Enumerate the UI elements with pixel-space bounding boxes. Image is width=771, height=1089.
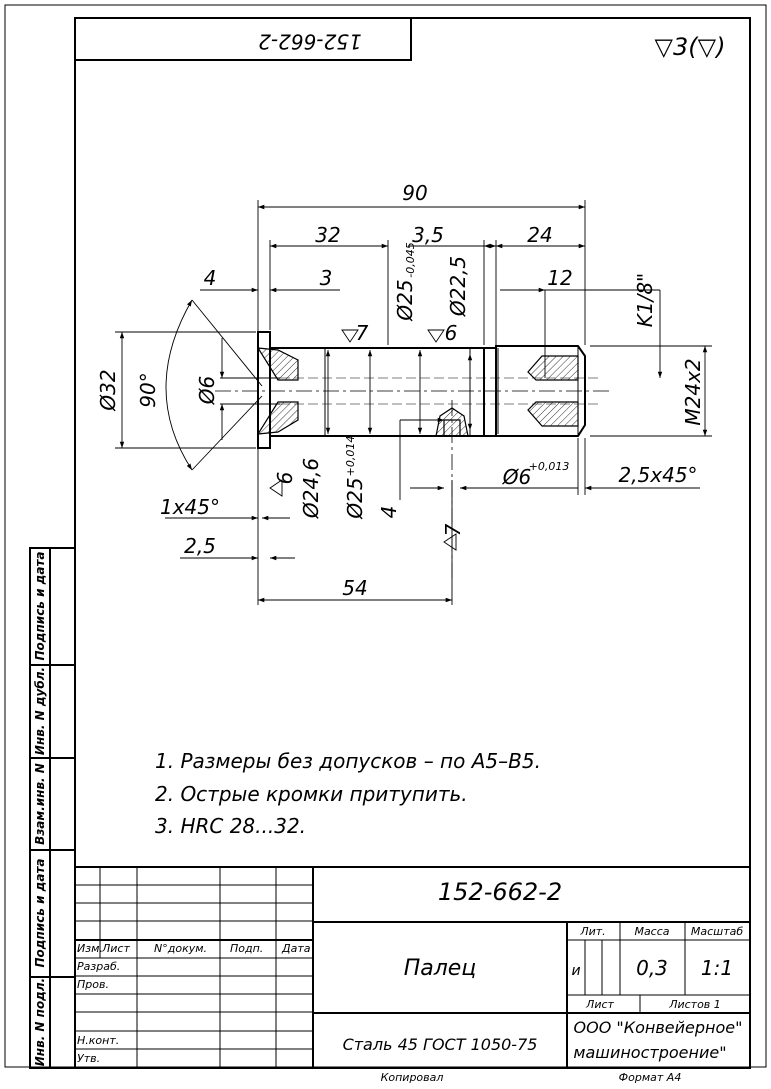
inner-frame xyxy=(74,17,751,1069)
dim-54: 54 xyxy=(342,576,367,600)
dimension-lines xyxy=(115,200,712,605)
roughness-6-upper: 6 xyxy=(445,321,458,345)
top-code-box: 152-662-2 xyxy=(74,17,412,61)
title-part-name: Палец xyxy=(404,956,477,981)
lit-value: и xyxy=(571,963,580,979)
dim-d32: Ø32 xyxy=(96,369,120,411)
mass-value: 0,3 xyxy=(636,956,668,980)
row-razrab: Разраб. xyxy=(77,960,120,973)
col-sign: Подп. xyxy=(230,942,263,955)
outer-frame xyxy=(4,4,767,1068)
dim-90: 90 xyxy=(402,181,427,205)
dim-3-5: 3,5 xyxy=(412,223,444,247)
sheets-label: Листов 1 xyxy=(668,998,721,1011)
dim-12: 12 xyxy=(547,266,572,290)
dim-d25-upper: Ø25 -0,045 xyxy=(393,242,417,321)
roughness-symbol: ▽3(▽) xyxy=(655,33,726,61)
dim-d6-lower: Ø6 +0,013 xyxy=(502,460,570,489)
mass-label: Масса xyxy=(634,925,669,938)
title-block-text: 152-662-2 Палец Сталь 45 ГОСТ 1050-75 ОО… xyxy=(77,878,743,1065)
dim-chamfer-2-5x45: 2,5x45° xyxy=(618,463,697,487)
title-material: Сталь 45 ГОСТ 1050-75 xyxy=(343,1035,538,1054)
side-label-inv-podl: Инв. N подл. xyxy=(33,978,47,1066)
svg-text:+0,014: +0,014 xyxy=(344,436,357,477)
svg-text:-0,045: -0,045 xyxy=(404,242,417,277)
roughness-6-lower: 6 xyxy=(273,472,297,485)
dim-d6: Ø6 xyxy=(195,376,219,405)
sheet-label: Лист xyxy=(585,998,614,1011)
part-view xyxy=(215,331,610,580)
left-side-strip xyxy=(29,547,76,1069)
dim-k18: K1/8" xyxy=(633,273,657,328)
dim-4: 4 xyxy=(204,266,217,290)
svg-text:Ø25: Ø25 xyxy=(343,477,367,519)
dim-d25-lower: Ø25 +0,014 xyxy=(343,436,367,520)
left-side-labels: Подпись и дата Инв. N дубл. Взам.инв. N … xyxy=(33,552,47,1067)
scale-label: Масштаб xyxy=(691,925,743,938)
dim-2-5: 2,5 xyxy=(184,534,216,558)
dim-d22-5: Ø22,5 xyxy=(446,256,470,317)
footer-copied: Копировал xyxy=(381,1071,444,1084)
svg-text:+0,013: +0,013 xyxy=(529,460,570,473)
scale-value: 1:1 xyxy=(701,956,733,980)
row-utv: Утв. xyxy=(77,1052,100,1065)
side-label-vzam-inv: Взам.инв. N xyxy=(33,763,47,845)
lit-label: Лит. xyxy=(579,925,605,938)
footer-format: Формат А4 xyxy=(619,1071,682,1084)
svg-text:Ø25: Ø25 xyxy=(393,279,417,321)
roughness-7-lower: 7 xyxy=(441,523,465,536)
note-1: 1. Размеры без допусков – по А5–В5. xyxy=(155,749,541,773)
dim-4-lower: 4 xyxy=(377,506,401,519)
row-nkont: Н.конт. xyxy=(77,1034,119,1047)
side-label-sign-date-2: Подпись и дата xyxy=(33,859,47,968)
dim-chamfer-1x45: 1x45° xyxy=(160,495,220,519)
roughness-7-upper: 7 xyxy=(356,321,369,345)
title-company-1: ООО "Конвейерное" xyxy=(574,1018,743,1037)
dim-24: 24 xyxy=(527,223,552,247)
svg-text:Ø6: Ø6 xyxy=(502,465,531,489)
dim-d24-6: Ø24,6 xyxy=(299,458,323,519)
row-prov: Пров. xyxy=(77,978,109,991)
col-list: Лист xyxy=(101,942,130,955)
dimension-labels: 90 32 3,5 24 4 3 12 K1/8" Ø25 -0,045 Ø22… xyxy=(96,181,705,600)
title-code: 152-662-2 xyxy=(438,878,562,906)
side-label-sign-date-1: Подпись и дата xyxy=(33,552,47,661)
title-block xyxy=(74,866,751,1069)
technical-notes: 1. Размеры без допусков – по А5–В5. 2. О… xyxy=(155,749,541,838)
col-izm: Изм. xyxy=(77,942,103,955)
dim-32: 32 xyxy=(315,223,340,247)
side-label-inv-dubl: Инв. N дубл. xyxy=(33,667,47,755)
col-doc: N°докум. xyxy=(154,942,207,955)
dim-3: 3 xyxy=(320,266,333,290)
note-3: 3. HRC 28...32. xyxy=(155,814,306,838)
col-date: Дата xyxy=(281,942,311,955)
dim-m24: M24x2 xyxy=(681,358,705,425)
note-2: 2. Острые кромки притупить. xyxy=(155,782,468,806)
title-company-2: машиностроение" xyxy=(573,1043,726,1062)
dim-angle-90: 90° xyxy=(136,372,160,407)
top-code-text: 152-662-2 xyxy=(258,30,362,54)
